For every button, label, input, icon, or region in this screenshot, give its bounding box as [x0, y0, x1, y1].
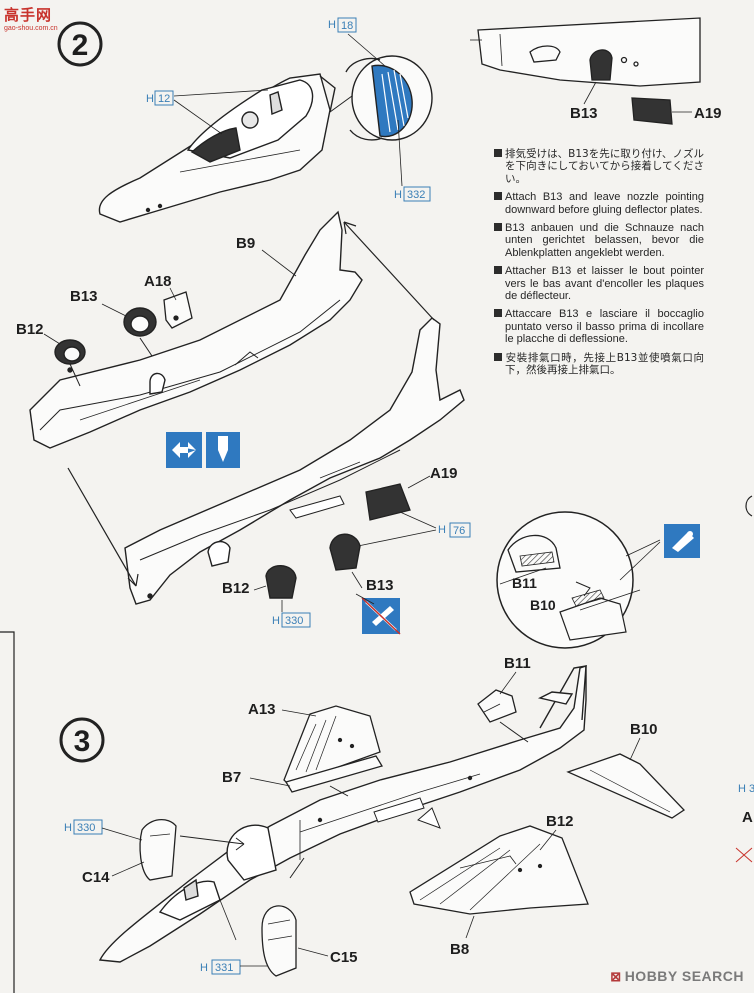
- svg-text:H: H: [146, 93, 154, 105]
- step-3-number: 3: [74, 725, 91, 758]
- icon-no-glue: [361, 597, 401, 635]
- label-A19-top: A19: [694, 105, 722, 122]
- instruction-en: Attach B13 and leave nozzle pointing dow…: [494, 191, 704, 216]
- instructions-block: 排気受けは、B13を先に取り付け、ノズルを下向きにしておいてから接着してください…: [494, 148, 704, 383]
- edge-cross-mark: [735, 847, 753, 863]
- instruction-de: B13 anbauen und die Schnauze nach unten …: [494, 222, 704, 259]
- label-B10-detail: B10: [530, 597, 556, 613]
- icon-group-pull-apart: [166, 432, 240, 468]
- svg-text:H: H: [64, 822, 72, 834]
- hobby-search-brand: ⊠HOBBY SEARCH: [610, 968, 744, 985]
- watermark-url: gao-shou.com.cn: [4, 25, 58, 32]
- label-C15: C15: [330, 949, 358, 966]
- label-B12-a: B12: [16, 321, 44, 338]
- nose-cockpit-part: [98, 73, 336, 223]
- instruction-jp: 排気受けは、B13を先に取り付け、ノズルを下向きにしておいてから接着してください…: [494, 148, 704, 185]
- part-B13-nozzle-a: [123, 307, 157, 357]
- icon-apply-cement: [619, 524, 700, 581]
- label-B11-detail: B11: [512, 575, 537, 591]
- label-H330-b: H 330: [64, 819, 143, 841]
- svg-text:76: 76: [453, 525, 465, 537]
- step-2-number: 2: [72, 29, 89, 62]
- watermark-title: 高手网: [4, 6, 53, 24]
- part-B12-nozzle-b: [265, 565, 297, 599]
- arrow-left-icon: [172, 442, 188, 458]
- svg-text:H: H: [438, 524, 446, 536]
- label-B12-c: B12: [546, 813, 574, 830]
- hobby-search-name: HOBBY SEARCH: [624, 968, 744, 984]
- edge-label-H3: H 3: [738, 783, 754, 795]
- arrow-right-icon: [188, 450, 196, 458]
- svg-text:12: 12: [158, 93, 170, 105]
- svg-text:H: H: [328, 19, 336, 31]
- svg-text:331: 331: [215, 962, 233, 974]
- part-B8-wing: [409, 825, 589, 915]
- step-2-marker: 2: [57, 21, 103, 67]
- label-H18: H 18: [328, 17, 386, 67]
- svg-text:H: H: [272, 615, 280, 627]
- glue-tube-icon: [218, 436, 228, 462]
- label-H332: H 332: [394, 119, 431, 202]
- label-B11: B11: [504, 655, 531, 672]
- svg-text:330: 330: [285, 615, 303, 627]
- svg-text:H: H: [394, 189, 402, 201]
- label-H12: H 12: [146, 89, 269, 135]
- label-A18: A18: [144, 273, 172, 290]
- label-C14: C14: [82, 869, 110, 886]
- fuselage-half-right: [124, 317, 465, 605]
- svg-text:H: H: [200, 962, 208, 974]
- label-B7: B7: [222, 769, 241, 786]
- fuselage-detail-top-right: [470, 17, 701, 125]
- label-H330-a: H 330: [272, 600, 311, 628]
- edge-label-A: A: [742, 809, 753, 826]
- part-B10-tailplane: [566, 753, 686, 819]
- label-B10: B10: [630, 721, 658, 738]
- assembly-arrows-step2: [67, 221, 435, 587]
- label-B13-a: B13: [70, 288, 98, 305]
- label-H76: H 76: [357, 511, 471, 547]
- label-B13-top: B13: [570, 105, 598, 122]
- label-H331: H 331: [200, 959, 268, 975]
- instruction-it: Attaccare B13 e lasciare il boccaglio pu…: [494, 308, 704, 345]
- part-C15: [261, 905, 297, 977]
- part-B11: [477, 689, 517, 723]
- svg-text:18: 18: [341, 20, 353, 32]
- part-A19-mid: [365, 483, 411, 521]
- left-frame-edge: [0, 631, 15, 993]
- edge-bracket: [745, 495, 753, 517]
- label-A19-mid: A19: [430, 465, 458, 482]
- part-C14: [139, 819, 177, 881]
- part-B12-nozzle-a: [54, 339, 86, 387]
- part-A18: [163, 291, 193, 329]
- label-B8: B8: [450, 941, 469, 958]
- label-B13-b: B13: [366, 577, 394, 594]
- hobby-search-icon: ⊠: [610, 969, 622, 984]
- part-B13-nozzle-b: [329, 533, 361, 571]
- aircraft-assembled: [98, 665, 587, 963]
- step-3-marker: 3: [59, 717, 105, 763]
- instruction-fr: Attacher B13 et laisser le bout pointer …: [494, 265, 704, 302]
- label-B9: B9: [236, 235, 255, 252]
- label-B12-b: B12: [222, 580, 250, 597]
- svg-text:332: 332: [407, 189, 425, 201]
- detail-circle: [496, 511, 641, 649]
- label-A13: A13: [248, 701, 276, 718]
- watermark-logo: 高手网 gao-shou.com.cn: [4, 4, 58, 32]
- fuselage-half-B9: [29, 210, 363, 449]
- part-B7: [285, 755, 383, 793]
- instruction-zh: 安裝排氣口時，先接上B13並使噴氣口向下，然後再接上排氣口。: [494, 352, 704, 377]
- svg-text:330: 330: [77, 822, 95, 834]
- intake-ring-H18: [329, 55, 433, 141]
